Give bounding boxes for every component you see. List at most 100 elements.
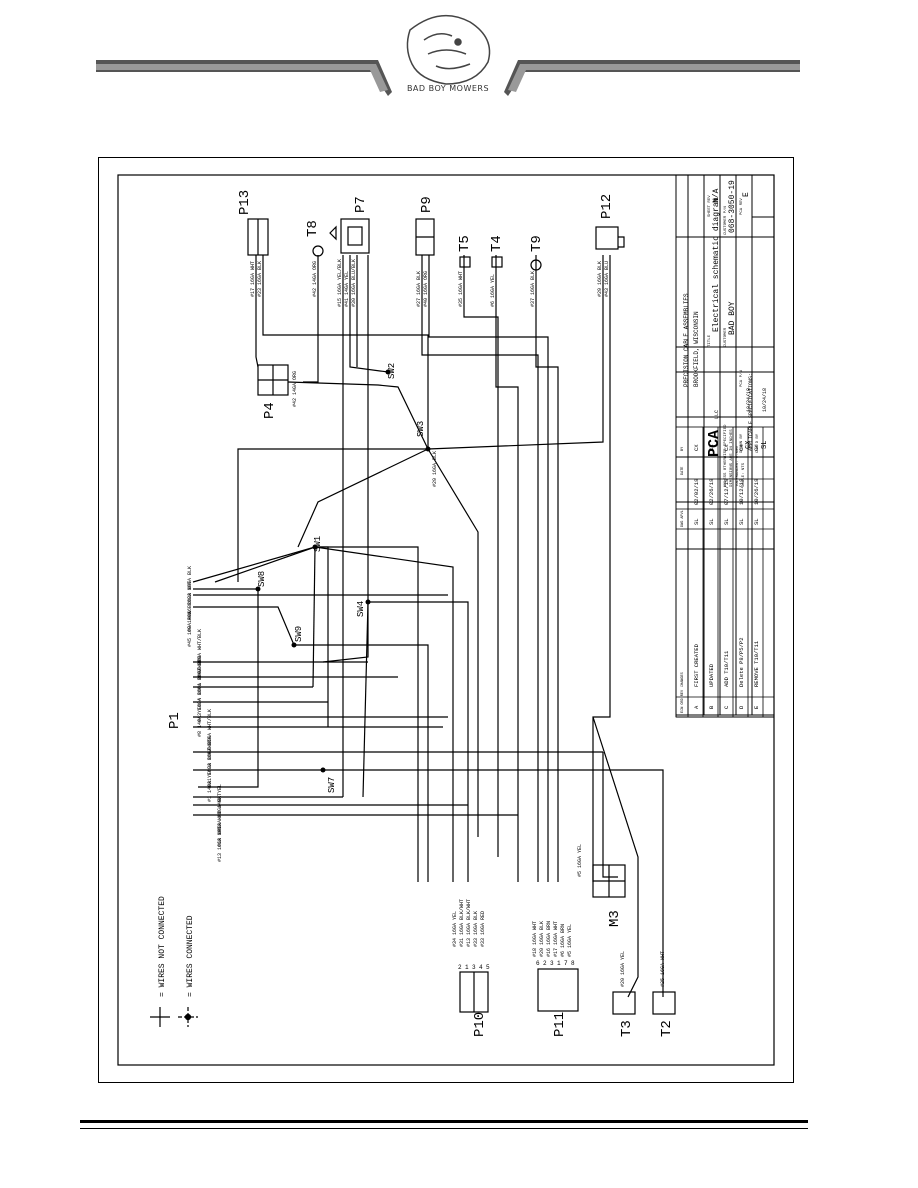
p10-wire-3: #13 16GA BLK/WHT (466, 899, 472, 947)
rev-header-change: CHANGES (681, 672, 685, 687)
rev-d-chk: CX (738, 444, 745, 451)
splice-sw9: SW9 (294, 626, 304, 642)
label-p12: P12 (599, 194, 615, 219)
tb-sheet-label: SHEET REV (708, 195, 712, 217)
label-t3: T3 (619, 1020, 635, 1037)
connector-t4 (491, 256, 503, 268)
tb-applicable: APPLICABLE SPECIFICATIONS: (748, 373, 754, 451)
rev-a-change: FIRST CREATED (693, 643, 700, 687)
p1-wire-16: #18 16GA WHT (217, 811, 223, 847)
schematic-diagram: PRECISION CABLE ASSEMBLIES BROOKFIELD, W… (98, 157, 794, 1083)
p1-wire-10: #47 16GA WHT/BLK (207, 709, 213, 757)
rev-e-by: SL (753, 518, 760, 525)
p11-pin-6: 8 (571, 960, 575, 967)
p1-wire-9: #8 14GA YEL (197, 704, 203, 737)
label-p4: P4 (262, 402, 278, 419)
schematic-sheet: PRECISION CABLE ASSEMBLIES BROOKFIELD, W… (98, 157, 794, 1083)
rev-a-date: 02/02/18 (693, 479, 700, 505)
legend-not-connected-symbol (150, 1007, 170, 1027)
p10-wire-4: #33 16GA BLK (473, 911, 479, 947)
p10-pin-3: 3 (472, 964, 476, 971)
p1-wire-17: #13 16GA WHT (217, 826, 223, 862)
wire-label-t4: #6 16GA YEL (490, 274, 496, 307)
label-p9: P9 (419, 196, 435, 213)
rev-a-by: SL (693, 518, 700, 525)
legend-connected-symbol (178, 1007, 198, 1027)
rev-c-by: SL (723, 518, 730, 525)
header-graphic (96, 14, 800, 96)
p1-wire-7: #34 16GA BLU/WHT (197, 659, 203, 707)
rev-e-date: 10/26/18 (753, 479, 760, 505)
tb-location: BROOKFIELD, WISCONSIN (693, 311, 700, 387)
label-t5: T5 (457, 235, 473, 252)
wire-label-t8: #42 14GA ORG (312, 261, 318, 297)
tb-rev-label: PCA REV (740, 198, 744, 215)
wire-label-p7-1: #15 16GA YEL/BLK (337, 259, 343, 307)
splice-sw4: SW4 (356, 601, 366, 617)
tb-note-2: DIMENSIONS ARE IN INCHES (730, 429, 734, 487)
connector-m3 (592, 864, 626, 898)
splice-sw8: SW8 (257, 571, 267, 587)
p11-pin-2: 2 (543, 960, 547, 967)
tb-note-1: UNLESS OTHERWISE SPECIFIED (724, 424, 728, 487)
rev-header-date: DATE (681, 467, 685, 475)
tb-logo: PCA (706, 430, 723, 457)
rev-c-date: 07/12/18 (723, 479, 730, 505)
label-p13: P13 (237, 190, 253, 215)
tb-logo-suffix: LLC (714, 410, 720, 419)
connector-p4 (257, 364, 289, 396)
label-p7: P7 (353, 196, 369, 213)
p10-wire-1: #34 16GA YEL (452, 911, 458, 947)
rev-a-rev: A (693, 705, 700, 709)
wire-label-p12-1: #29 16GA BLK (597, 261, 603, 297)
p11-wire-2: #20 16GA BLK (539, 921, 545, 957)
label-t4: T4 (489, 235, 505, 252)
p10-wire-2: #31 16GA BLK/WHT (459, 899, 465, 947)
rev-b-by: SL (708, 518, 715, 525)
rev-d-rev: D (738, 705, 745, 709)
wire-label-t5: #35 16GA WHT (458, 271, 464, 307)
p1-wire-15: #18A 16GA WHT (217, 793, 223, 832)
logo-icon (406, 14, 491, 85)
p11-wire-6: #5 16GA YEL (567, 924, 573, 957)
wire-label-p4: #42 14GA ORG (292, 371, 298, 407)
wire-routing (192, 255, 664, 998)
splice-sw7: SW7 (327, 777, 337, 793)
tb-drawn-by: CX (745, 440, 753, 449)
rev-header-chk: BY (681, 446, 685, 451)
p1-wire-12: #31 16GA BLK/WHT (207, 739, 213, 787)
wire-label-p7-3: #30 16GA BLU/BLK (351, 259, 357, 307)
p11-wire-5: #6 16GA BRN (560, 924, 566, 957)
rev-d-by: SL (738, 518, 745, 525)
wire-label-p13-2: #23 16GA BLK (257, 261, 263, 297)
p1-wire-5: #47 16GA WHT/BLK (197, 629, 203, 677)
connector-p7 (329, 218, 370, 254)
tb-checked-date: 10/24/18 (762, 388, 768, 412)
tb-checked-by: SL (761, 441, 769, 449)
p11-wire-4: #17 16GA WHT (553, 921, 559, 957)
p11-wire-1: #18 16GA WHT (532, 921, 538, 957)
tb-drawn-date: 10/24/18 (746, 388, 752, 412)
connector-p12 (595, 226, 625, 250)
rev-header-rev: ECN ORD REV (681, 689, 685, 713)
connector-p10 (459, 971, 489, 1013)
rev-b-rev: B (708, 705, 715, 709)
revision-grid (675, 426, 775, 718)
tb-part-no: 068-3050-19 (728, 180, 737, 233)
rev-c-change: ADD T10/T11 (723, 650, 730, 687)
label-t2: T2 (659, 1020, 675, 1037)
wire-label-p13-1: #17 16GA WHT (250, 261, 256, 297)
p10-pin-5: 5 (486, 964, 490, 971)
p1-wire-13: #1 14GA YEL (207, 769, 213, 802)
legend-connected: = WIRES CONNECTED (186, 915, 195, 997)
connector-t9 (530, 259, 542, 271)
label-p1: P1 (167, 712, 183, 729)
p11-wire-3: #16 16GA BRN (546, 921, 552, 957)
label-m3: M3 (607, 910, 623, 927)
rev-e-change: REMOVE T10/T11 (753, 640, 760, 687)
wire-label-p9-2: #40 16GA ORG (423, 271, 429, 307)
label-t8: T8 (305, 220, 321, 237)
rev-b-date: 02/26/18 (708, 479, 715, 505)
legend: = WIRES NOT CONNECTED = WIRES CONNECTED (150, 896, 198, 1027)
wire-label-p9-1: #27 16GA BLK (416, 271, 422, 307)
